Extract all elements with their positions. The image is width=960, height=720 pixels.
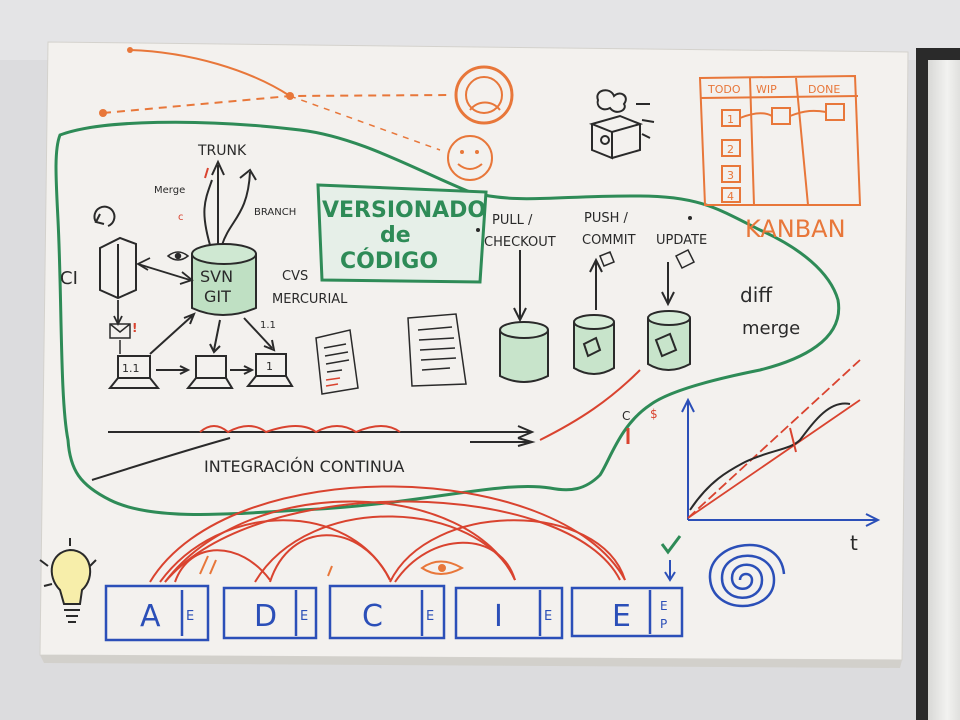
kanban-col-wip: WIP	[756, 83, 777, 96]
phase-a-small: E	[186, 609, 194, 624]
email-icon	[109, 323, 131, 339]
push-label: PUSH /	[584, 211, 629, 226]
ci-server-icon	[93, 205, 137, 300]
document-icon	[315, 313, 467, 395]
laptop-1-label: 1.1	[122, 362, 140, 375]
cvs-label: CVS	[282, 269, 308, 284]
phase-boxes	[104, 584, 684, 642]
orange-marks	[199, 555, 465, 577]
red-wave	[199, 425, 401, 434]
title-line-1: VERSIONADO	[322, 198, 486, 223]
diff-label: diff	[740, 283, 773, 307]
kanban-board	[698, 74, 862, 206]
flipchart-paper	[39, 41, 909, 661]
mercurial-label: MERCURIAL	[272, 292, 348, 307]
arrow-version-label: 1.1	[260, 320, 276, 331]
red-dashed-line	[687, 359, 861, 519]
phase-e: E	[612, 599, 631, 634]
integration-label: INTEGRACIÓN CONTINUA	[204, 457, 405, 476]
smiley-icon	[447, 135, 493, 181]
commit-label: COMMIT	[582, 233, 636, 248]
whiteboard-surface	[928, 60, 960, 720]
svg-text:C: C	[622, 409, 630, 423]
repo-cylinder	[499, 310, 691, 383]
laptop-3-label: 1	[266, 360, 273, 373]
phase-c: C	[362, 599, 383, 634]
scribbled-face-icon	[465, 76, 503, 114]
red-mark: c	[178, 212, 184, 223]
phase-c-small: E	[426, 609, 434, 624]
checkout-label: CHECKOUT	[484, 235, 556, 250]
laptop-icon	[107, 312, 294, 389]
title-line-3: CÓDIGO	[340, 248, 438, 274]
server-box-icon	[588, 89, 655, 160]
update-label: UPDATE	[656, 233, 707, 248]
title-box	[316, 183, 488, 284]
phase-d: D	[254, 599, 277, 634]
orange-dashed-line	[289, 95, 441, 151]
lightbulb-icon	[39, 538, 97, 623]
integration-timeline	[91, 425, 536, 481]
phase-i: I	[494, 599, 503, 634]
svn-label: SVN	[200, 267, 233, 286]
phase-a: A	[140, 599, 161, 634]
kanban-todo-3: 3	[727, 169, 734, 182]
smiley-icon	[457, 163, 483, 170]
kanban-todo-1: 1	[727, 113, 734, 126]
red-tick	[789, 427, 797, 453]
dot	[688, 216, 692, 220]
trunk-label: TRUNK	[197, 143, 247, 159]
trunk-branch-lines	[203, 159, 257, 250]
paper-shadow	[40, 655, 902, 668]
eye-icon	[166, 251, 190, 261]
phase-i-small: E	[544, 609, 552, 624]
smiley-icon	[475, 150, 479, 154]
svn-git-repository	[191, 243, 257, 316]
cost-graph-axes	[681, 397, 881, 527]
branch-label: BRANCH	[254, 207, 296, 218]
note-icon	[599, 248, 696, 270]
red-mark	[325, 377, 341, 387]
check-icon	[660, 535, 682, 555]
git-label: GIT	[204, 287, 231, 306]
orange-dot	[127, 47, 133, 53]
kanban-todo-4: 4	[727, 190, 734, 203]
workflow-arrows	[513, 250, 675, 323]
svg-text:$: $	[650, 407, 658, 421]
alert-mark: !	[132, 321, 137, 335]
kanban-label: KANBAN	[745, 215, 846, 243]
pull-label: PULL /	[492, 213, 533, 228]
scribbled-face-icon	[469, 101, 501, 111]
phase-e-small-2: P	[660, 617, 667, 631]
black-curve	[689, 402, 851, 511]
ci-label: CI	[60, 268, 78, 289]
kanban-col-todo: TODO	[707, 83, 741, 96]
phase-d-small: E	[300, 609, 308, 624]
dot	[476, 228, 480, 232]
scribbled-face-icon	[454, 65, 514, 125]
kanban-col-done: DONE	[808, 83, 840, 96]
phase-e-small-1: E	[660, 599, 668, 613]
t-axis-label: t	[850, 531, 858, 555]
red-dependency-arcs	[149, 485, 626, 583]
title-line-2: de	[380, 223, 411, 248]
spiral-icon	[708, 543, 786, 608]
down-arrow-icon	[664, 560, 676, 582]
red-mark	[204, 167, 209, 179]
orange-arc	[129, 49, 291, 97]
kanban-todo-2: 2	[727, 143, 734, 156]
merge-right-label: merge	[742, 318, 800, 339]
smiley-icon	[460, 150, 464, 154]
graph-side-marks: C $	[622, 407, 658, 444]
red-line	[687, 399, 861, 519]
merge-label: Merge	[154, 185, 185, 196]
red-curve	[539, 369, 641, 441]
